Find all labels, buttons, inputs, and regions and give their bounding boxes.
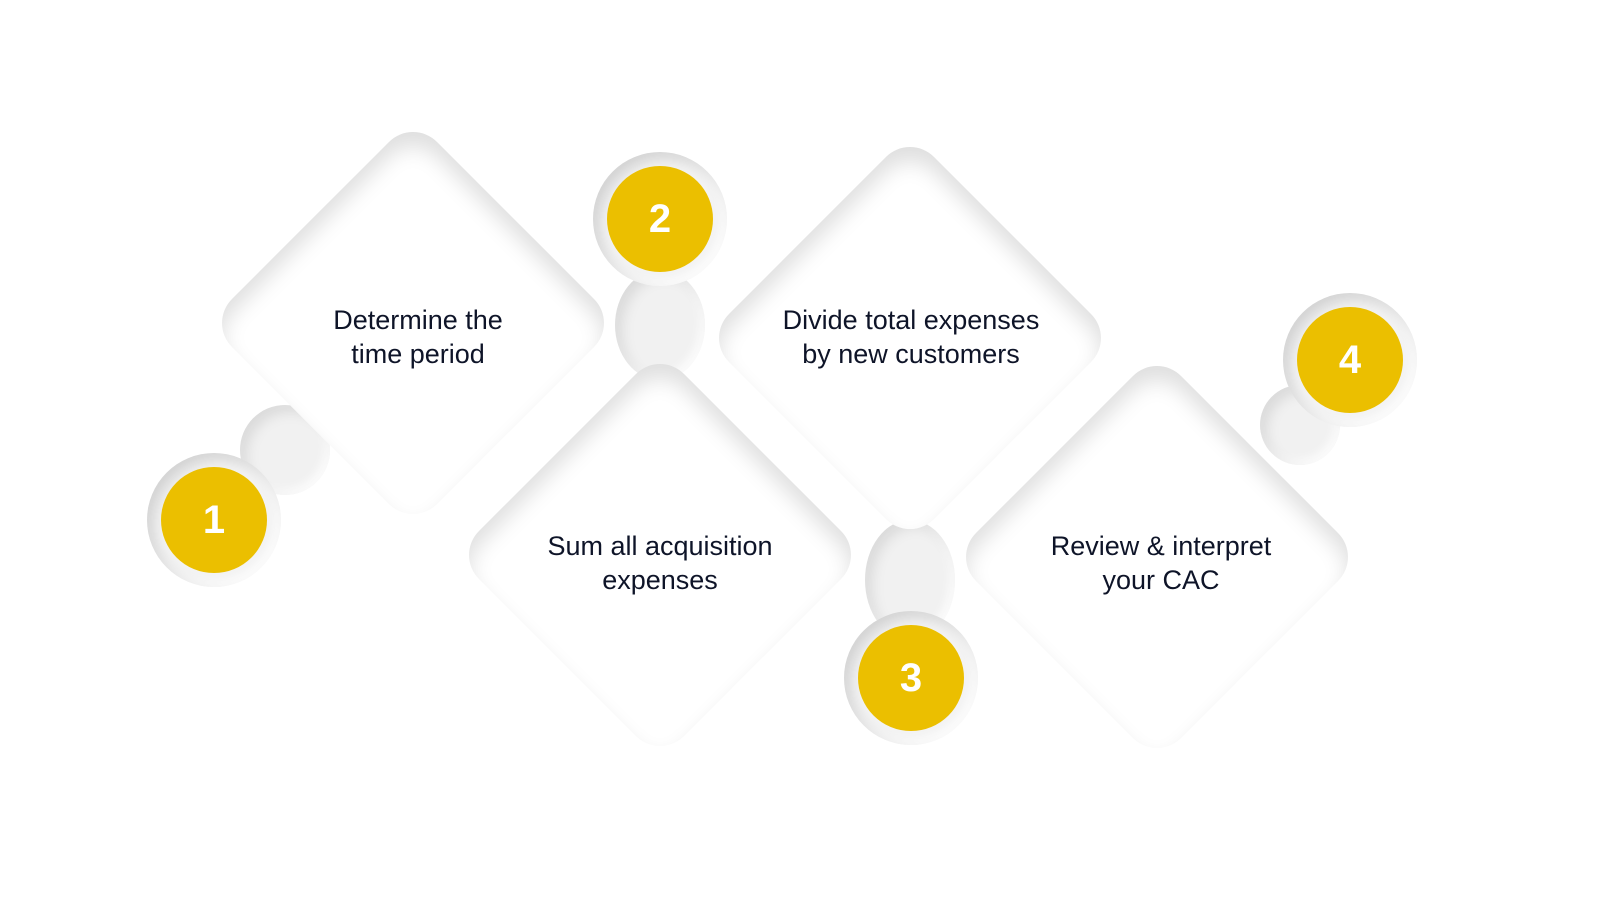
step-4-number-badge: 4 — [1297, 307, 1403, 413]
step-2-label-line2: expenses — [602, 565, 718, 595]
step-3-label-line2: by new customers — [802, 339, 1020, 369]
step-4-label-line1: Review & interpret — [1050, 531, 1272, 561]
step-4-label-line2: your CAC — [1102, 565, 1220, 595]
step-1-number-badge: 1 — [161, 467, 267, 573]
step-1-label-line2: time period — [351, 339, 485, 369]
step-3-label: Divide total expenses by new customers — [741, 303, 1081, 371]
step-1-label: Determine the time period — [248, 303, 588, 371]
step-3-number-badge: 3 — [858, 625, 964, 731]
step-2-number-badge: 2 — [607, 166, 713, 272]
connector-2 — [615, 270, 705, 380]
step-2-label-line1: Sum all acquisition — [547, 531, 773, 561]
step-1-label-line1: Determine the — [333, 305, 503, 335]
step-2-label: Sum all acquisition expenses — [490, 529, 830, 597]
step-4-label: Review & interpret your CAC — [991, 529, 1331, 597]
step-3-label-line1: Divide total expenses — [782, 305, 1040, 335]
